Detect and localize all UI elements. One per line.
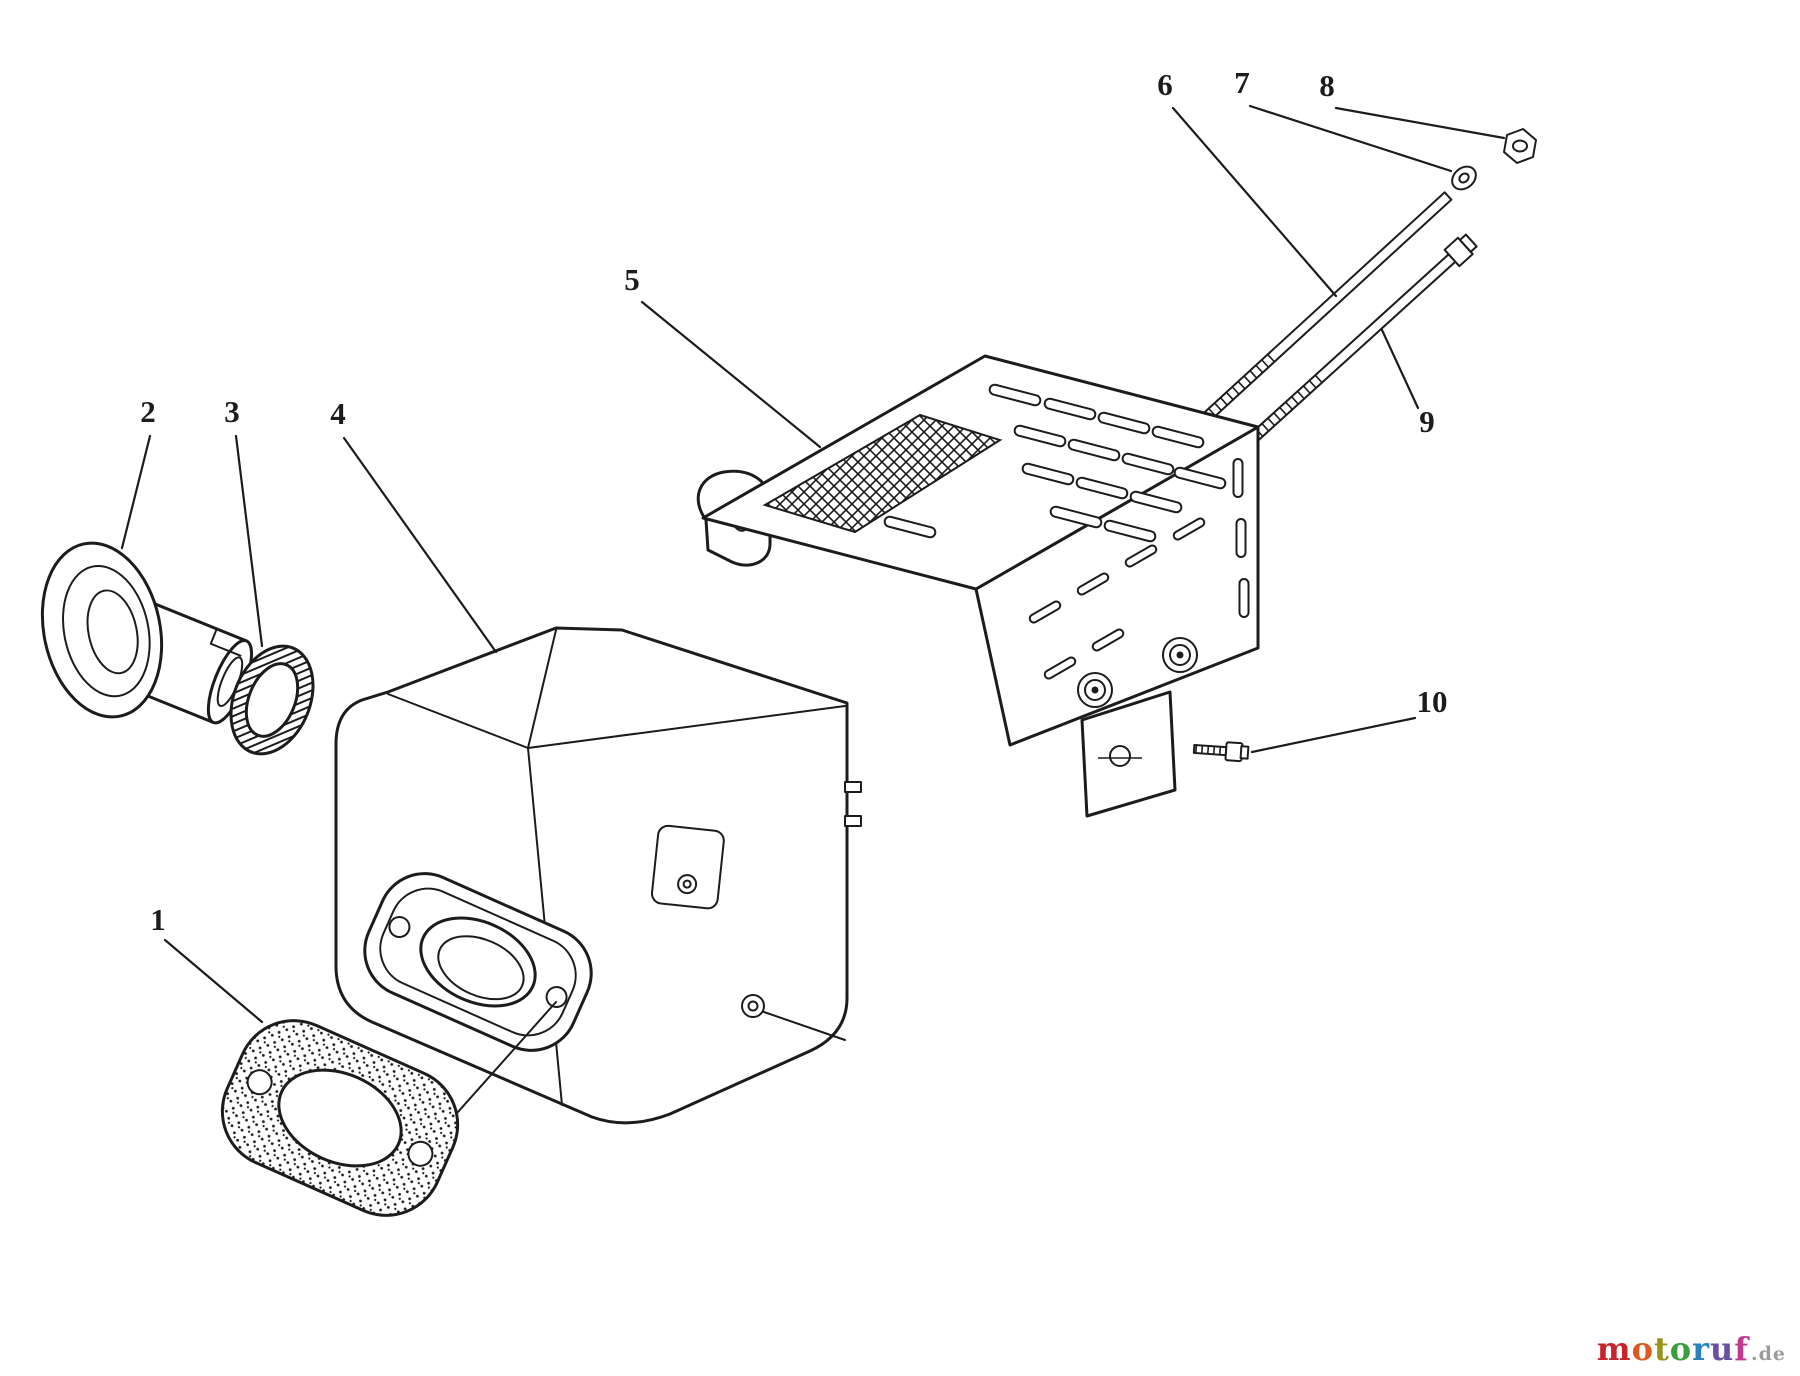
pipe-flange <box>40 541 164 719</box>
muffler-inlet-flange <box>363 872 593 1052</box>
flange-bolt-hole <box>388 916 411 939</box>
washer <box>1451 165 1477 191</box>
callout-10: 10 <box>1417 684 1448 719</box>
callout-2: 2 <box>140 394 156 429</box>
gasket-bolt-hole <box>246 1069 273 1096</box>
exhaust-pipe <box>40 541 254 725</box>
watermark-letter: t <box>1653 1330 1670 1368</box>
long-screw <box>1192 191 1453 431</box>
leader-line-8 <box>1334 106 1506 140</box>
weld-tab <box>844 781 862 793</box>
gasket <box>220 1019 460 1217</box>
watermark-letter: o <box>1669 1330 1693 1368</box>
leader-lines <box>120 104 1506 1024</box>
muffler-body <box>334 626 862 1125</box>
callout-4: 4 <box>330 396 346 431</box>
callout-7: 7 <box>1234 65 1250 100</box>
leader-line-4 <box>342 436 498 654</box>
callout-8: 8 <box>1319 68 1335 103</box>
watermark-letters: motoruf <box>1597 1330 1749 1368</box>
leader-line-10 <box>1250 716 1417 754</box>
tab-screw-hole <box>1109 745 1131 767</box>
shield-front-face <box>974 425 1260 747</box>
watermark-letter: o <box>1631 1330 1654 1368</box>
gasket-bolt-hole <box>407 1140 434 1167</box>
leader-line-1 <box>163 938 264 1024</box>
shield-top-panel <box>701 354 1260 591</box>
callout-1: 1 <box>150 902 166 937</box>
watermark: motoruf.de <box>1597 1330 1786 1368</box>
callout-3: 3 <box>224 394 240 429</box>
watermark-letter: m <box>1596 1330 1632 1368</box>
shield-mounting-tab <box>1080 690 1177 818</box>
leader-line-2 <box>120 434 152 550</box>
watermark-letter: f <box>1734 1330 1749 1368</box>
spot-weld-emboss <box>1077 637 1198 708</box>
weld-tab <box>844 815 862 827</box>
watermark-letter: u <box>1709 1330 1735 1368</box>
hex-nut <box>1503 128 1537 164</box>
watermark-suffix: .de <box>1751 1343 1786 1365</box>
callout-numbers: 1 2 3 4 5 6 7 8 9 10 <box>140 65 1447 937</box>
shield-crosshatch-area <box>762 413 1003 534</box>
clamp-ring <box>229 644 315 756</box>
leader-line-9 <box>1380 328 1420 410</box>
callout-6: 6 <box>1157 67 1173 102</box>
watermark-letter: r <box>1692 1330 1710 1368</box>
pipe-notch <box>209 627 242 657</box>
callout-9: 9 <box>1419 404 1435 439</box>
leader-line-6 <box>1171 106 1338 298</box>
muffler-side-plate <box>650 824 725 910</box>
boss-pointer-line <box>763 1011 846 1041</box>
leader-line-5 <box>640 300 822 449</box>
gasket-port-hole <box>277 1068 403 1168</box>
callout-5: 5 <box>624 262 640 297</box>
leader-line-3 <box>234 434 264 648</box>
leader-line-7 <box>1248 104 1453 173</box>
tab-screw <box>1192 741 1250 763</box>
hex-bolt <box>1240 233 1478 451</box>
muffler-shield <box>696 354 1260 818</box>
